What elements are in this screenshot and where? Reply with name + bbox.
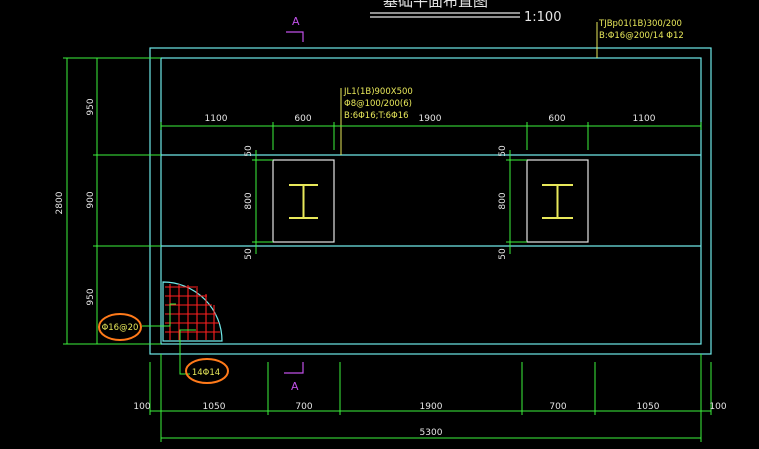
beam-tag-center-line2: Φ8@100/200(6) (344, 99, 412, 109)
beam-tag-center-line3: B:6Φ16;T:6Φ16 (344, 111, 409, 121)
dim-top-label: 1100 (205, 114, 228, 124)
highlight-circle-bottom (185, 358, 229, 384)
rebar-quadrant-outline (162, 281, 223, 342)
dimension-column-right (506, 150, 527, 254)
outer-outline (149, 47, 712, 355)
column-left-outline (272, 159, 335, 243)
dim-col-label: 800 (498, 192, 508, 209)
column-right (526, 159, 589, 243)
rebar-label-bottom-text: 14Φ14 (192, 368, 220, 378)
section-mark-top-arrow (286, 31, 304, 42)
dim-bottom-label: 700 (549, 402, 566, 412)
dim-col-label: 800 (244, 192, 254, 209)
section-mark-bottom-label: A (291, 380, 299, 393)
dimension-top (160, 122, 702, 150)
dimension-bottom (149, 354, 712, 442)
section-mark-bottom-arrow (284, 362, 304, 374)
column-right-outline (526, 159, 589, 243)
highlight-circle-left (98, 313, 142, 341)
rebar-leader-bottom (179, 329, 196, 375)
beam-tag-top-right-line2: B:Φ16@200/14 Φ12 (599, 31, 684, 41)
section-mark-top-label: A (292, 15, 300, 28)
dim-top-label: 1900 (419, 114, 442, 124)
dim-top-label: 600 (294, 114, 311, 124)
dimension-left (63, 57, 161, 345)
dim-top-label: 1100 (633, 114, 656, 124)
beam-tag-center-line1: JL1(1B)900X500 (343, 87, 413, 97)
dim-bottom-label: 100 (709, 402, 726, 412)
title-scale: 1:100 (524, 10, 561, 25)
section-mark-bottom: A (284, 362, 304, 393)
dim-bottom-label: 100 (133, 402, 150, 412)
foundation-outline (149, 47, 712, 355)
dim-bottom-total-label: 5300 (420, 428, 443, 438)
dim-bottom-label: 1050 (203, 402, 226, 412)
column-right-section-icon (542, 184, 573, 219)
title-text: 基础平面布置图 (383, 0, 488, 10)
rebar-label-left: Φ16@20 (98, 313, 142, 341)
rebar-leader-left (142, 303, 176, 327)
dim-col-label: 50 (244, 248, 254, 260)
beam-tag-top-right: TJBp01(1B)300/200 B:Φ16@200/14 Φ12 (598, 19, 684, 41)
column-left-section-icon (289, 184, 318, 219)
column-left (272, 159, 335, 243)
dimension-column-labels: 50 800 50 50 800 50 (244, 145, 508, 260)
dimension-column-left (252, 150, 273, 254)
dim-left-label: 950 (86, 288, 96, 305)
dimension-left-labels: 950 900 950 2800 (55, 98, 96, 305)
dim-left-label: 950 (86, 98, 96, 115)
dim-col-label: 50 (244, 145, 254, 157)
dim-left-label: 900 (86, 191, 96, 208)
dim-col-label: 50 (498, 248, 508, 260)
dim-top-label: 600 (548, 114, 565, 124)
rebar-label-bottom: 14Φ14 (185, 358, 229, 384)
dim-bottom-label: 1900 (420, 402, 443, 412)
dimension-bottom-labels: 100 1050 700 1900 700 1050 100 5300 (133, 402, 726, 438)
section-mark-top: A (286, 15, 304, 42)
dim-bottom-label: 700 (295, 402, 312, 412)
dim-left-total-label: 2800 (55, 191, 65, 214)
rebar-label-left-text: Φ16@20 (102, 323, 139, 333)
dim-bottom-label: 1050 (637, 402, 660, 412)
dimension-top-labels: 1100 600 1900 600 1100 (205, 114, 656, 124)
beam-tag-top-right-line1: TJBp01(1B)300/200 (598, 19, 682, 29)
drawing-title: 基础平面布置图 1:100 (370, 0, 561, 25)
rebar-detail (142, 281, 223, 375)
beam-tag-center: JL1(1B)900X500 Φ8@100/200(6) B:6Φ16;T:6Φ… (343, 87, 413, 121)
rebar-grid (165, 284, 220, 340)
inner-outline (160, 57, 702, 345)
dim-col-label: 50 (498, 145, 508, 157)
